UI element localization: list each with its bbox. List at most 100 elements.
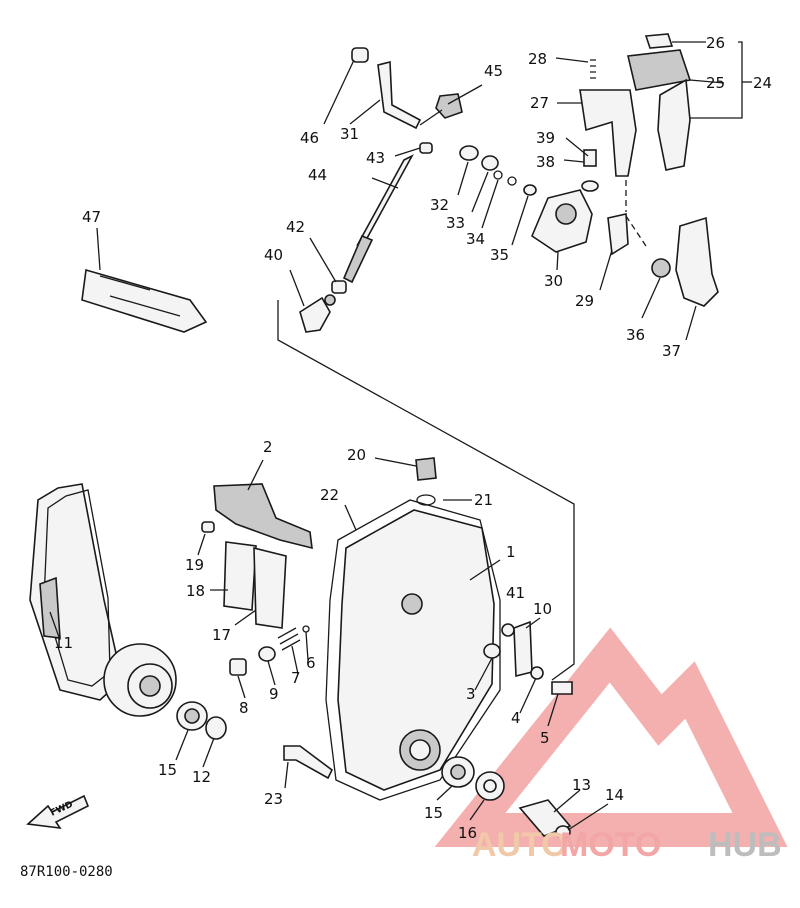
label-29: 29: [575, 292, 594, 310]
label-17: 17: [212, 626, 231, 644]
part-44-rod: [356, 154, 414, 246]
label-8: 8: [239, 699, 249, 717]
part-32-washer: [459, 145, 479, 161]
part-18-plate: [223, 541, 257, 611]
diagram-code: 87R100-0280: [20, 864, 113, 880]
label-12: 12: [192, 768, 211, 786]
part-37-cover: [675, 216, 719, 307]
part-36-nut: [651, 258, 671, 278]
label-34: 34: [466, 230, 485, 248]
part-24-pedal: [657, 78, 691, 171]
label-35: 35: [490, 246, 509, 264]
label-18: 18: [186, 582, 205, 600]
watermark-text: AUTO MOTO HUB: [472, 826, 782, 864]
part-39-bolt: [583, 149, 597, 167]
label-47: 47: [82, 208, 101, 226]
label-15-left: 15: [158, 761, 177, 779]
part-27-bracket: [579, 89, 637, 177]
part-40-joint: [299, 296, 331, 333]
part-8-bolt: [229, 658, 247, 676]
part-31-bracket: [377, 60, 422, 130]
label-44: 44: [308, 166, 327, 184]
label-20: 20: [347, 446, 366, 464]
label-32: 32: [430, 196, 449, 214]
part-21-o-ring: [416, 494, 436, 506]
part-38-washer: [581, 180, 599, 192]
watermark-auto: AUTO: [472, 826, 568, 864]
label-6: 6: [306, 654, 316, 672]
label-19: 19: [185, 556, 204, 574]
label-24: 24: [753, 74, 772, 92]
label-23: 23: [264, 790, 283, 808]
label-39: 39: [536, 129, 555, 147]
label-11: 11: [54, 634, 73, 652]
label-46: 46: [300, 129, 319, 147]
part-28-spring: [590, 59, 596, 79]
watermark-moto: MOTO: [560, 826, 661, 864]
label-41: 41: [506, 584, 525, 602]
part-3-washer: [483, 643, 501, 659]
label-30: 30: [544, 272, 563, 290]
part-10-plate: [513, 620, 533, 678]
lower-right-group: [441, 756, 572, 839]
part-43-collar: [419, 142, 433, 154]
label-7: 7: [291, 669, 301, 687]
part-46-nut: [351, 47, 369, 63]
part-5-bolt: [551, 681, 573, 695]
case-group: [201, 457, 501, 801]
label-26: 26: [706, 34, 725, 52]
watermark-hub: HUB: [708, 826, 782, 864]
watermark-logo: [434, 627, 788, 847]
part-7-spring: [277, 627, 301, 651]
shift-washers-group: [459, 145, 599, 253]
label-2: 2: [263, 438, 273, 456]
leader-lines: [49, 41, 752, 831]
pedal-group: [579, 33, 719, 307]
label-4: 4: [511, 709, 521, 727]
part-12-seal: [205, 716, 227, 740]
part-11-belt: [29, 483, 123, 701]
assembly-line: [277, 300, 575, 681]
label-5: 5: [540, 729, 550, 747]
label-38: 38: [536, 153, 555, 171]
label-42: 42: [286, 218, 305, 236]
label-31: 31: [340, 125, 359, 143]
part-45-joint: [435, 93, 463, 119]
label-14: 14: [605, 786, 624, 804]
label-10: 10: [533, 600, 552, 618]
part-labels: 1 2 3 4 5 6 7 8 9 10 11 12 13 14 15 15 1…: [54, 34, 772, 842]
fwd-arrow: FWD: [26, 794, 90, 830]
part-23-bolt: [283, 745, 334, 780]
label-33: 33: [446, 214, 465, 232]
part-29-clip: [607, 213, 629, 256]
part-4-washer: [530, 666, 544, 680]
label-36: 36: [626, 326, 645, 344]
label-28: 28: [528, 50, 547, 68]
part-19-bolt: [201, 521, 215, 533]
part-41-washer: [501, 623, 515, 637]
label-45: 45: [484, 62, 503, 80]
part-34-clip: [507, 176, 517, 186]
part-35-washer: [523, 184, 537, 196]
label-13: 13: [572, 776, 591, 794]
label-16: 16: [458, 824, 477, 842]
part-9-washer: [258, 646, 276, 662]
part-1-case: [337, 509, 495, 791]
part-20-breather: [415, 457, 437, 481]
label-40: 40: [264, 246, 283, 264]
part-17-plate: [253, 546, 287, 629]
label-27: 27: [530, 94, 549, 112]
right-parts-group: [483, 620, 573, 695]
part-47-decal: [81, 268, 208, 333]
label-21: 21: [474, 491, 493, 509]
label-9: 9: [269, 685, 279, 703]
part-22-gasket: [325, 499, 501, 801]
part-33-washer: [481, 155, 499, 171]
label-22: 22: [320, 486, 339, 504]
label-25: 25: [706, 74, 725, 92]
label-1: 1: [506, 543, 516, 561]
part-6-ball: [302, 625, 310, 633]
label-15-right: 15: [424, 804, 443, 822]
label-43: 43: [366, 149, 385, 167]
